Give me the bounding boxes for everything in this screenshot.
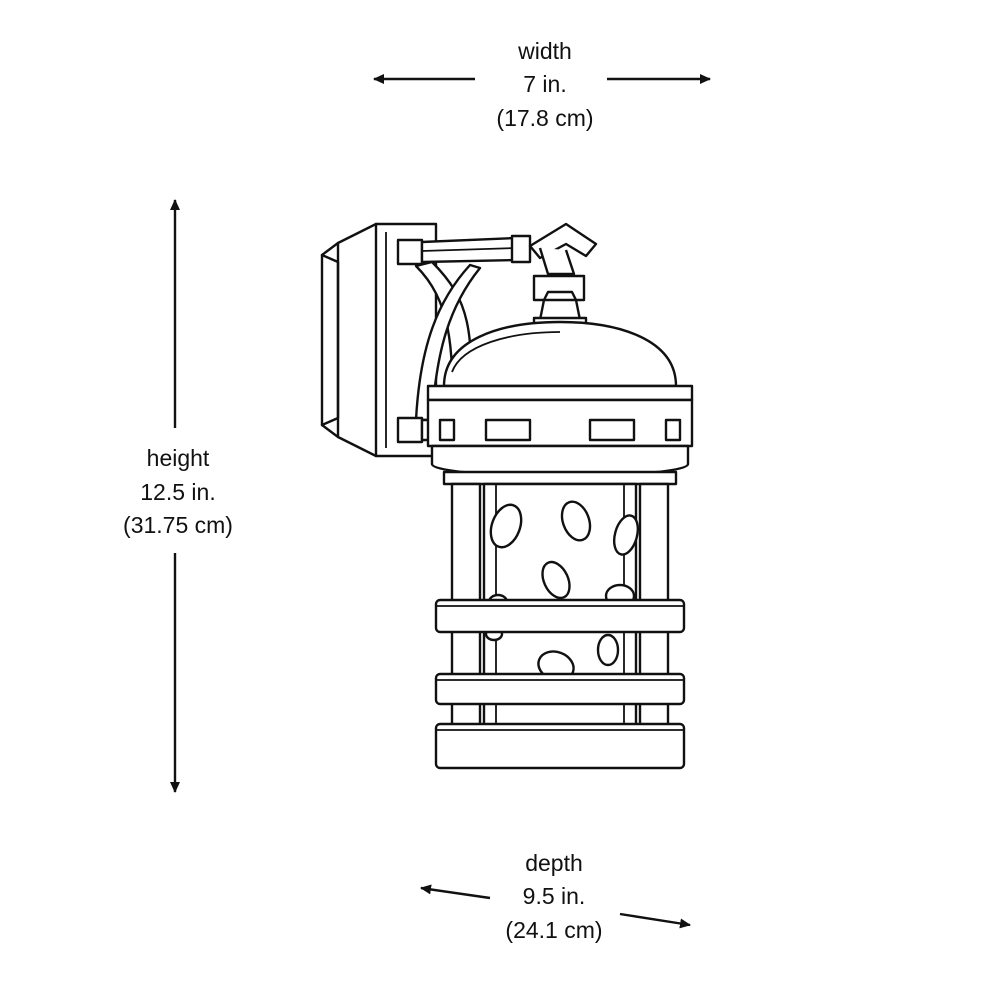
hanging-hook — [528, 222, 598, 332]
height-imperial: 12.5 in. — [140, 479, 215, 505]
height-metric: (31.75 cm) — [123, 512, 233, 538]
wall-backplate — [320, 222, 438, 458]
lantern-rings — [434, 598, 686, 770]
width-metric: (17.8 cm) — [496, 105, 593, 131]
depth-imperial: 9.5 in. — [523, 883, 586, 909]
depth-arrow-right — [619, 912, 691, 929]
lantern-illustration — [320, 222, 694, 770]
height-dimension: height 12.5 in. (31.75 cm) — [123, 199, 233, 793]
width-imperial: 7 in. — [523, 71, 566, 97]
depth-arrow-left — [420, 884, 491, 900]
depth-dimension: depth 9.5 in. (24.1 cm) — [420, 850, 691, 943]
lantern-dome — [426, 320, 694, 402]
glass-bubbles — [484, 500, 640, 682]
height-label: height — [147, 445, 210, 471]
depth-label: depth — [525, 850, 583, 876]
width-label: width — [517, 38, 572, 64]
lantern-upper-band — [426, 398, 694, 486]
depth-metric: (24.1 cm) — [505, 917, 602, 943]
width-dimension: width 7 in. (17.8 cm) — [373, 38, 711, 131]
